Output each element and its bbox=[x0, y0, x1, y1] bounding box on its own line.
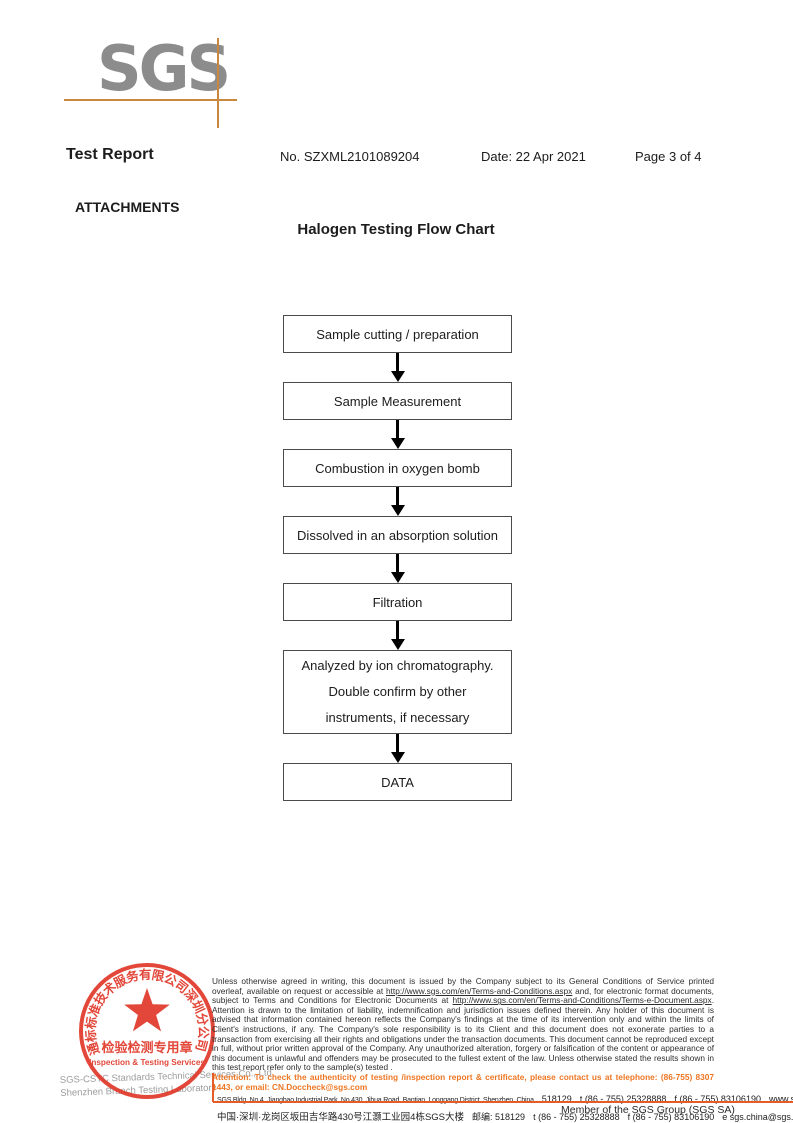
fax-cn: f (86 - 755) 83106190 bbox=[627, 1112, 715, 1123]
postal-code-en: 518129 bbox=[541, 1094, 572, 1105]
email-link[interactable]: e sgs.china@sgs.com bbox=[722, 1112, 793, 1123]
flowchart-title: Halogen Testing Flow Chart bbox=[297, 221, 495, 238]
authenticity-attention-note: Attention: To check the authenticity of … bbox=[212, 1071, 714, 1092]
legal-text-2: and, for electronic format documents, su… bbox=[212, 985, 714, 1006]
seal-chinese-label: 检验检测专用章 bbox=[101, 1040, 192, 1055]
seal-circle bbox=[79, 963, 215, 1099]
sgs-logo: SGS bbox=[97, 32, 231, 105]
seal-star-icon bbox=[124, 988, 170, 1032]
telephone-cn: t (86 - 755) 25328888 bbox=[533, 1112, 620, 1123]
fax-en: f (86 - 755) 83106190 bbox=[674, 1094, 761, 1105]
page-title: Test Report bbox=[66, 146, 154, 163]
page-indicator: Page 3 of 4 bbox=[635, 149, 702, 164]
seal-english-label: Inspection & Testing Services bbox=[89, 1058, 205, 1067]
sgs-group-member-note: Member of the SGS Group (SGS SA) bbox=[561, 1104, 735, 1116]
attachments-heading: ATTACHMENTS bbox=[75, 199, 180, 215]
address-left-rule bbox=[212, 1073, 214, 1102]
halogen-testing-flowchart: Sample cutting / preparation Sample Meas… bbox=[283, 315, 512, 801]
flow-step-data: DATA bbox=[283, 763, 512, 801]
logo-vertical-line bbox=[217, 38, 219, 128]
flow-step-analysis: Analyzed by ion chromatography. Double c… bbox=[283, 650, 512, 734]
legal-text-3: . Attention is drawn to the limitation o… bbox=[212, 995, 714, 1073]
flow-step-dissolved: Dissolved in an absorption solution bbox=[283, 516, 512, 554]
down-arrow-icon bbox=[390, 353, 406, 382]
terms-link[interactable]: http://www.sgs.com/en/Terms-and-Conditio… bbox=[386, 985, 573, 996]
flow-step-combustion: Combustion in oxygen bomb bbox=[283, 449, 512, 487]
flow-step-filtration: Filtration bbox=[283, 583, 512, 621]
down-arrow-icon bbox=[390, 734, 406, 763]
report-date: Date: 22 Apr 2021 bbox=[481, 149, 586, 164]
footer-orange-rule bbox=[213, 1101, 793, 1103]
legal-text-1: Unless otherwise agreed in writing, this… bbox=[212, 976, 714, 996]
legal-disclaimer: Unless otherwise agreed in writing, this… bbox=[212, 976, 714, 1073]
address-row-en: SGS Bldg, No.4, Jianghao Industrial Park… bbox=[212, 1094, 793, 1107]
postal-code-cn: 邮编: 518129 bbox=[472, 1112, 526, 1123]
footer-text-block: Unless otherwise agreed in writing, this… bbox=[212, 976, 793, 1123]
address-row-cn: 中国·深圳·龙岗区坂田吉华路430号江灏工业园4栋SGS大楼 邮编: 51812… bbox=[212, 1109, 793, 1123]
website-link[interactable]: www.sgsgroup.com.cn bbox=[768, 1094, 793, 1105]
terms-e-document-link[interactable]: http://www.sgs.com/en/Terms-and-Conditio… bbox=[452, 995, 712, 1006]
down-arrow-icon bbox=[390, 554, 406, 583]
address-cn: 中国·深圳·龙岗区坂田吉华路430号江灏工业园4栋SGS大楼 bbox=[217, 1112, 465, 1123]
logo-horizontal-line bbox=[64, 99, 237, 101]
address-en: SGS Bldg, No.4, Jianghao Industrial Park… bbox=[217, 1097, 534, 1104]
flow-step-sample-cutting: Sample cutting / preparation bbox=[283, 315, 512, 353]
down-arrow-icon bbox=[390, 621, 406, 650]
report-number: No. SZXML2101089204 bbox=[280, 149, 420, 164]
down-arrow-icon bbox=[390, 420, 406, 449]
telephone-en: t (86 - 755) 25328888 bbox=[579, 1094, 667, 1105]
flow-step-sample-measurement: Sample Measurement bbox=[283, 382, 512, 420]
inspection-testing-seal: 通标标准技术服务有限公司深圳分公司 检验检测专用章 Inspection & T… bbox=[79, 963, 215, 1099]
down-arrow-icon bbox=[390, 487, 406, 516]
